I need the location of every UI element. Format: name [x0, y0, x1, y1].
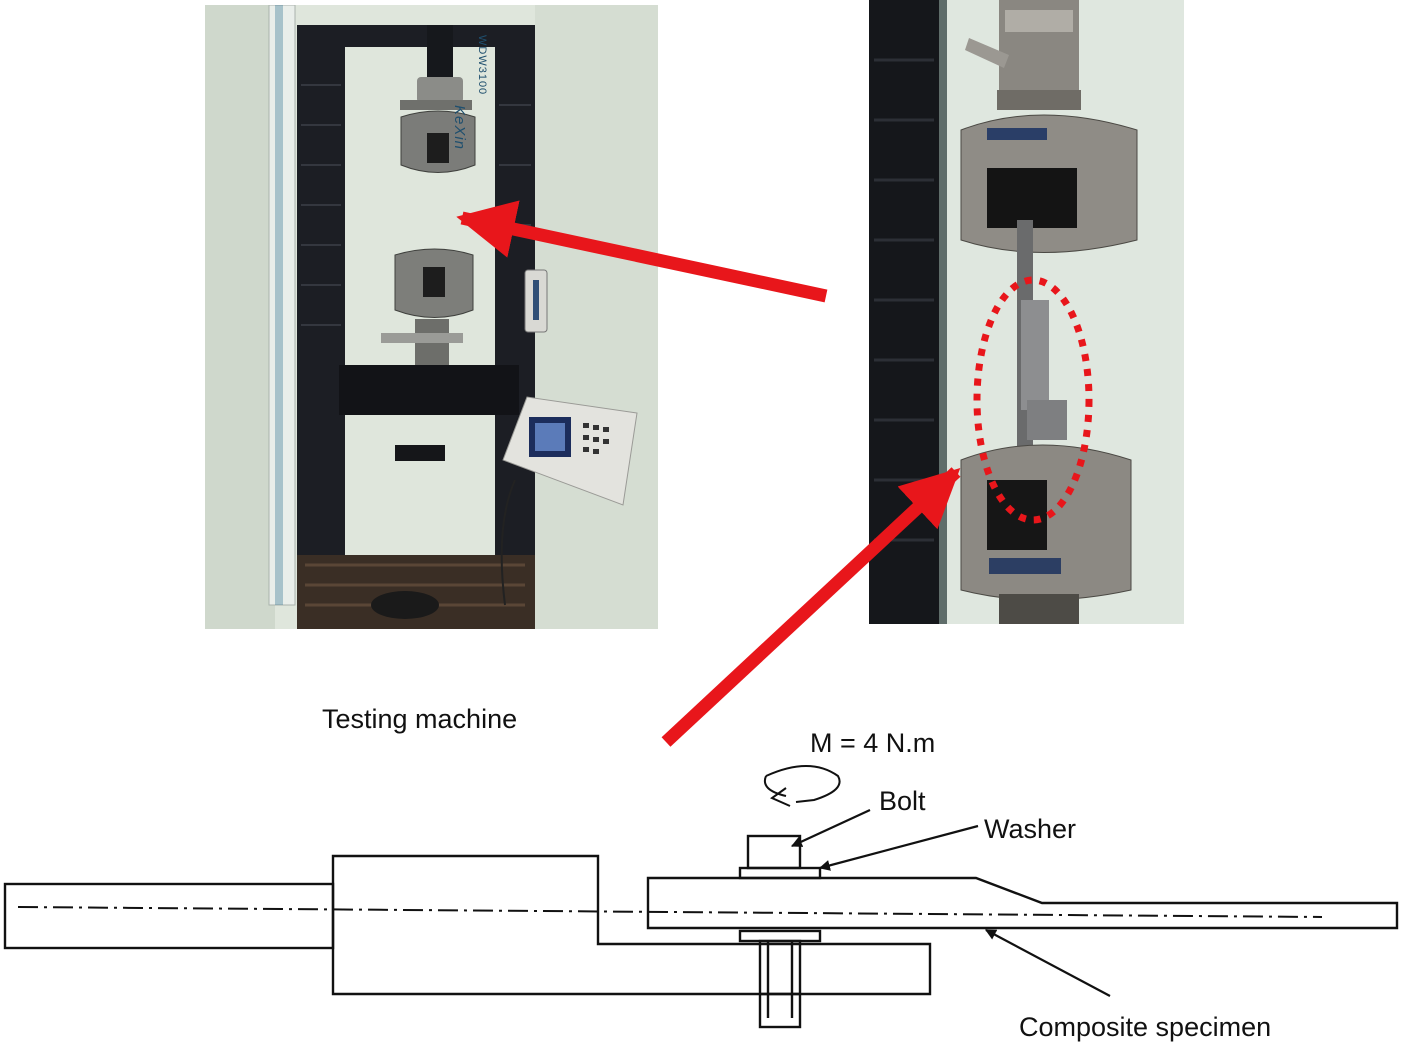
specimen-grips-photo [869, 0, 1184, 624]
bottom-washer [738, 929, 822, 943]
bolt-leader-arrow [791, 809, 871, 847]
specimen-grips-illustration [869, 0, 1184, 624]
washer-label: Washer [984, 814, 1077, 844]
rotate-arrow-icon [764, 765, 841, 807]
specimen-highlight-ellipse [973, 276, 1093, 524]
left-grip-rod [3, 882, 335, 950]
testing-machine-photo: KeXin WDW3100 [205, 5, 658, 629]
washer-leader-arrow [818, 824, 979, 871]
testing-machine-illustration [205, 5, 658, 629]
top-washer [738, 866, 822, 880]
composite-specimen-label: Composite specimen [1019, 1012, 1272, 1042]
arrow-to-grips [661, 467, 961, 747]
arrow-to-machine [456, 200, 828, 303]
steel-fixture [331, 854, 932, 996]
bolt-shank [758, 939, 802, 1029]
bolt-label: Bolt [879, 786, 926, 816]
torque-moment-label: M = 4 N.m [810, 728, 936, 758]
bolt-head [746, 834, 802, 870]
composite-specimen-plate [646, 876, 1399, 930]
testing-machine-label: Testing machine [322, 704, 518, 734]
bolted-joint-drawing [3, 834, 1399, 1029]
center-line [17, 906, 1323, 918]
specimen-leader-arrow [985, 929, 1111, 997]
